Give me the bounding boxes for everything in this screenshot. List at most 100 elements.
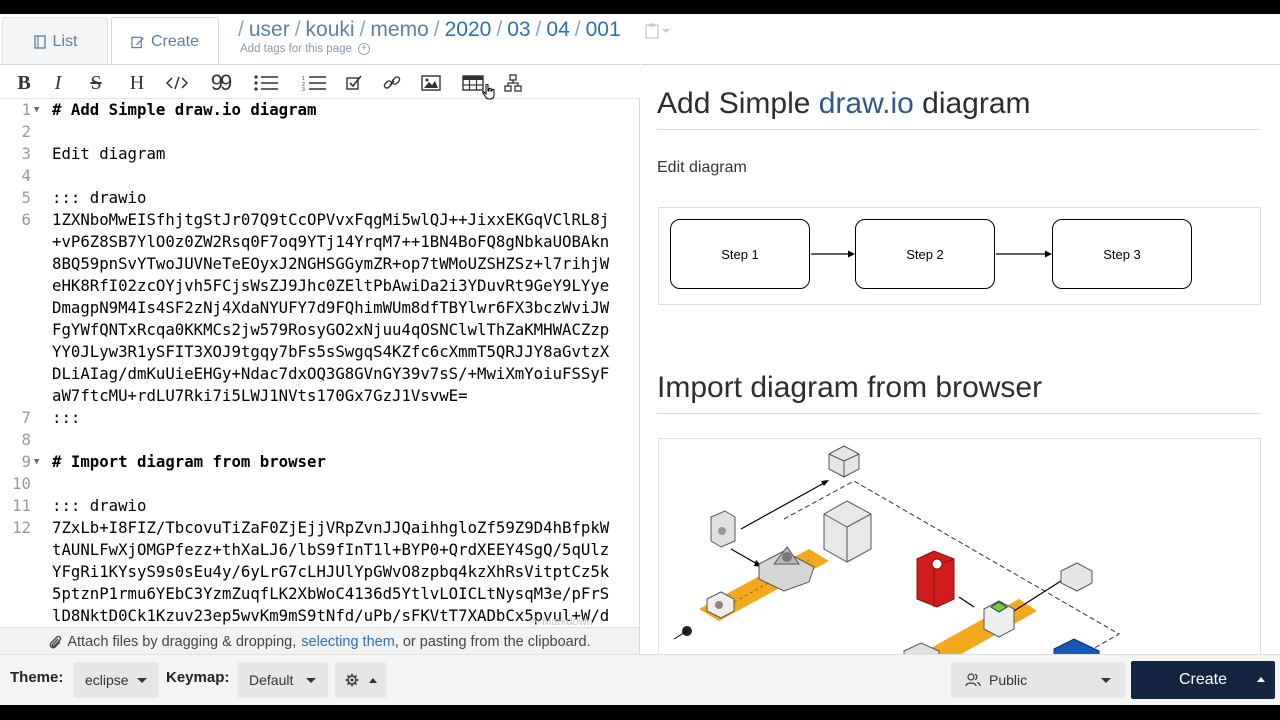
breadcrumb: /user/kouki/memo/2020/03/04/001 [238,18,621,41]
pointer-cursor-icon [480,83,498,101]
drawio-diagram-simple[interactable]: Step 1 Step 2 Step 3 [658,207,1261,305]
diagram-step-2: Step 2 [855,219,995,289]
screen-bottom-edge [0,705,1280,720]
italic-icon[interactable]: I [54,71,62,94]
breadcrumb-segment[interactable]: memo [370,18,429,41]
line-number [0,539,31,561]
code-line: FgYWfQNTxRcqa0KKMCs2jw579RosyGO2xNjuu4qO… [52,320,610,339]
drawio-diagram-aws[interactable] [658,438,1261,654]
svg-text:2: 2 [302,82,305,88]
svg-text:1: 1 [302,76,305,82]
user-device-icon [1060,562,1093,592]
code-line: # Import diagram from browser [52,452,326,471]
line-number [0,319,31,341]
line-gutter [0,99,46,627]
theme-label: Theme: [10,669,64,686]
editor-footer: Theme: eclipse Keymap: Default Public Cr… [0,654,1280,705]
gray-service-icon [903,642,940,654]
line-number: 4 [21,166,31,185]
line-number [0,363,31,385]
breadcrumb-segment[interactable]: user [248,18,290,41]
line-number: 3 [21,144,31,163]
keymap-label: Keymap: [166,669,230,686]
fold-toggle-icon[interactable]: ▼ [34,105,40,115]
edit-icon [131,36,145,49]
line-number [0,231,31,253]
blue-service-icon [1053,638,1100,654]
page-header: List Create /user/kouki/memo/2020/03/04/… [0,14,1280,66]
preview-heading-2: Import diagram from browser [657,371,1043,404]
code-line: YY0JLyw3R1ySFIT3XOJ9tgqy7bFs5sSwgqS4KZfc… [52,342,610,361]
chevron-down-icon [662,29,670,33]
tab-create-label: Create [150,33,200,50]
tab-create[interactable]: Create [111,17,219,66]
line-number: 2 [21,122,31,141]
create-page-button[interactable]: Create [1131,661,1275,699]
unordered-list-icon[interactable] [253,72,279,94]
selecting-them-link[interactable]: selecting them [301,633,395,650]
drawio-diagram-icon[interactable] [500,72,526,94]
small-server-icon [706,591,735,619]
link-icon[interactable] [379,72,405,94]
diagram-step-1: Step 1 [670,219,810,289]
code-line: +vP6Z8SB7YlO0z0ZW2Rsq0F7oq9YTj14YrqM7++1… [52,232,610,251]
copy-dropdown-button[interactable] [645,22,675,40]
line-number [0,275,31,297]
code-line: eHK8RfI02zcOYjvh5FCjsWsZJ9Jhc0ZEltPbAwiD… [52,276,610,295]
image-icon[interactable] [418,72,444,94]
code-line: Edit diagram [52,144,166,163]
server-icon [828,445,860,478]
attach-prefix: Attach files by dragging & dropping, [67,633,297,650]
tab-list[interactable]: List [2,17,108,65]
create-button-label: Create [1178,671,1228,688]
building-icon [823,500,872,563]
fold-toggle-icon[interactable]: ▼ [34,457,40,467]
theme-select[interactable]: eclipse [73,662,159,698]
line-number: 1 [21,100,31,119]
markdown-watermark: ⓜ Markdown [528,616,593,628]
keymap-select[interactable]: Default [237,662,328,698]
code-line: YFgRi1KYsyS9s0sEu4y/6yLrG7cLHJUlYpGWvO8z… [52,562,610,581]
table-icon[interactable] [460,72,486,94]
breadcrumb-segment[interactable]: 04 [546,18,570,41]
breadcrumb-segment[interactable]: 001 [585,18,621,41]
line-number [0,297,31,319]
visibility-select[interactable]: Public [951,662,1125,698]
quote-icon[interactable]: 99 [210,70,232,95]
gear-icon [345,673,359,687]
code-line: aW7ftcMU+rdLU7Rki7i5LWJ1NVts170Gx7GzJ1Vs… [52,386,468,405]
tab-list-label: List [52,32,78,50]
code-line: tAUNLFwXjOMGPfezz+thXaLJ6/lbS9fInT1l+BYP… [52,540,610,559]
bold-icon[interactable]: B [17,71,31,94]
chevron-down-icon [306,677,316,683]
strikethrough-icon[interactable]: S [90,71,102,94]
keymap-value: Default [249,672,294,688]
add-tags[interactable]: Add tags for this page + [240,43,370,55]
clipboard-icon [645,23,659,39]
line-number [0,561,31,583]
database-icon [916,550,955,608]
checkbox-icon[interactable] [341,72,367,94]
breadcrumb-segment[interactable]: 03 [507,18,531,41]
breadcrumb-segment[interactable]: kouki [305,18,355,41]
breadcrumb-segment[interactable]: 2020 [444,18,492,41]
chevron-up-icon [1257,677,1265,682]
add-tags-label: Add tags for this page [240,43,352,55]
line-number [0,583,31,605]
code-line: 7ZxLb+I8FIZ/TbcovuTiZaF0ZjEjjVRpZvnJJQai… [52,518,610,537]
edge-node-icon [673,626,692,640]
chevron-up-icon [369,677,377,683]
code-icon[interactable] [164,72,190,94]
line-number: 7 [21,408,31,427]
drawio-link[interactable]: draw.io [818,87,914,120]
attach-files-bar[interactable]: Attach files by dragging & dropping, sel… [0,627,639,655]
aws-isometric-diagram [673,445,1121,654]
instance-icon [983,600,1015,638]
heading-icon[interactable]: H [129,71,145,94]
line-number: 8 [21,430,31,449]
line-number: 6 [21,210,31,229]
editor-settings-button[interactable] [335,662,387,698]
